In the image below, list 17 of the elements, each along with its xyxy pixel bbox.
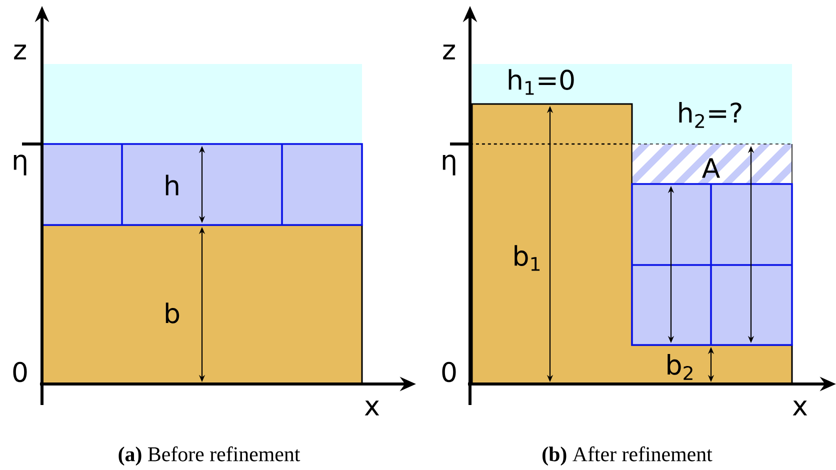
math-symbol: z — [14, 44, 26, 60]
math-symbol: b$_{1}$ — [514, 245, 540, 271]
math-symbol: x — [792, 400, 808, 416]
math-symbol: A — [702, 158, 720, 178]
math-symbol: h — [166, 174, 178, 196]
figure-caption: (b) After refinement — [542, 446, 712, 466]
math-symbol: b — [166, 302, 180, 324]
figure-caption: (a) Before refinement — [118, 446, 300, 466]
math-symbol: x — [364, 400, 380, 416]
math-symbol: 0 — [442, 362, 456, 382]
math-symbol: h$_{2}$=? — [679, 102, 742, 128]
math-symbol: b$_{2}$ — [668, 354, 692, 380]
math-symbol: z — [443, 44, 455, 60]
math-symbol: h$_{1}$=0 — [508, 69, 574, 95]
math-symbol: 0 — [13, 362, 27, 382]
math-symbol: η — [14, 154, 26, 176]
math-symbol: η — [442, 154, 456, 176]
